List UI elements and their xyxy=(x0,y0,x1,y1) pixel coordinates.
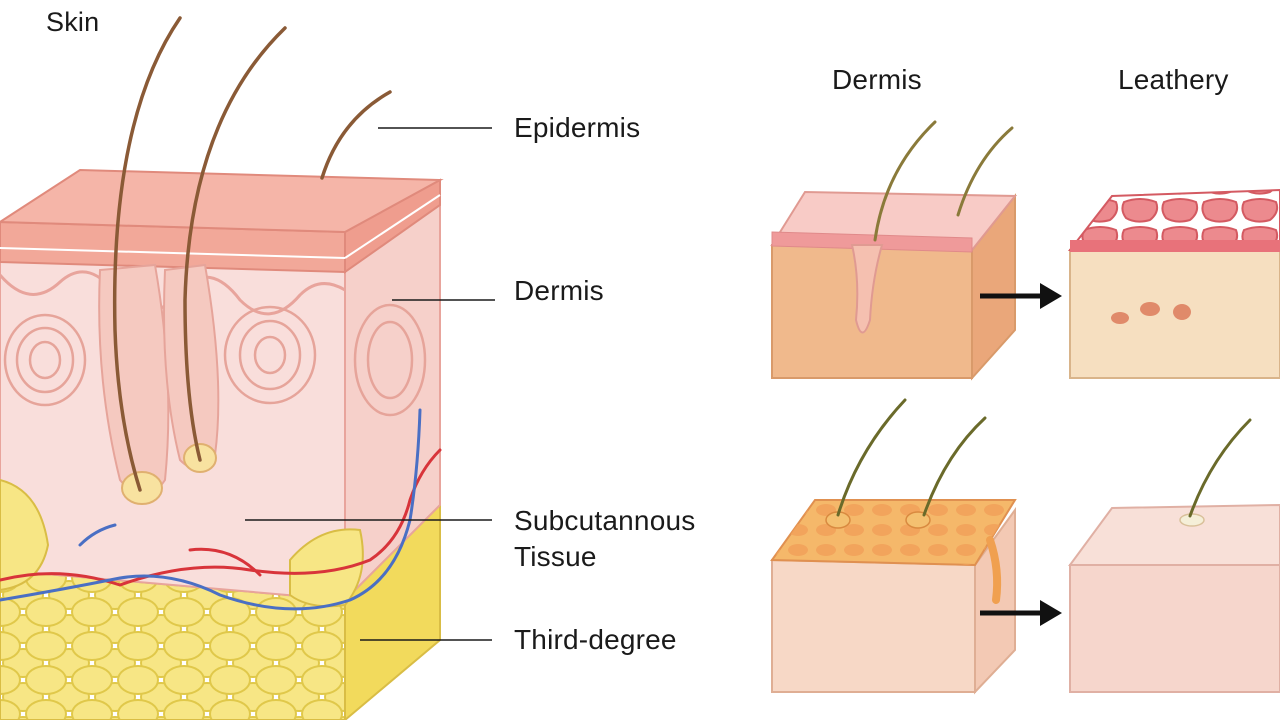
label-subcutaneous: Subcutannous Tissue xyxy=(514,503,695,575)
fat-lobule-right xyxy=(289,528,364,608)
artery xyxy=(0,448,442,587)
sweat-glands xyxy=(3,303,427,417)
column-label-dermis: Dermis xyxy=(832,64,922,95)
skin-surface-top xyxy=(0,168,444,234)
arrow-right-icon xyxy=(980,283,1062,309)
label-subcutaneous-line2: Tissue xyxy=(514,541,597,572)
vein xyxy=(0,408,422,611)
follicle xyxy=(850,244,884,334)
label-subcutaneous-line1: Subcutannous xyxy=(514,505,696,536)
leader-lines xyxy=(245,127,495,641)
dermis-sample-block xyxy=(770,120,1018,381)
diagram-title: Skin xyxy=(46,7,100,37)
leathery-sample-block xyxy=(1067,188,1280,379)
pale-sample-block xyxy=(1068,418,1280,693)
arrow-right-icon xyxy=(980,600,1062,626)
label-third-degree: Third-degree xyxy=(514,624,677,655)
blood-vessels xyxy=(0,408,442,611)
hairs xyxy=(112,16,392,492)
burnt-sample-block xyxy=(770,398,1017,695)
fat-lobule-left xyxy=(0,478,50,592)
column-label-leathery: Leathery xyxy=(1118,64,1229,95)
label-dermis: Dermis xyxy=(514,275,604,306)
skin-cross-section xyxy=(0,16,444,720)
label-epidermis: Epidermis xyxy=(514,112,641,143)
